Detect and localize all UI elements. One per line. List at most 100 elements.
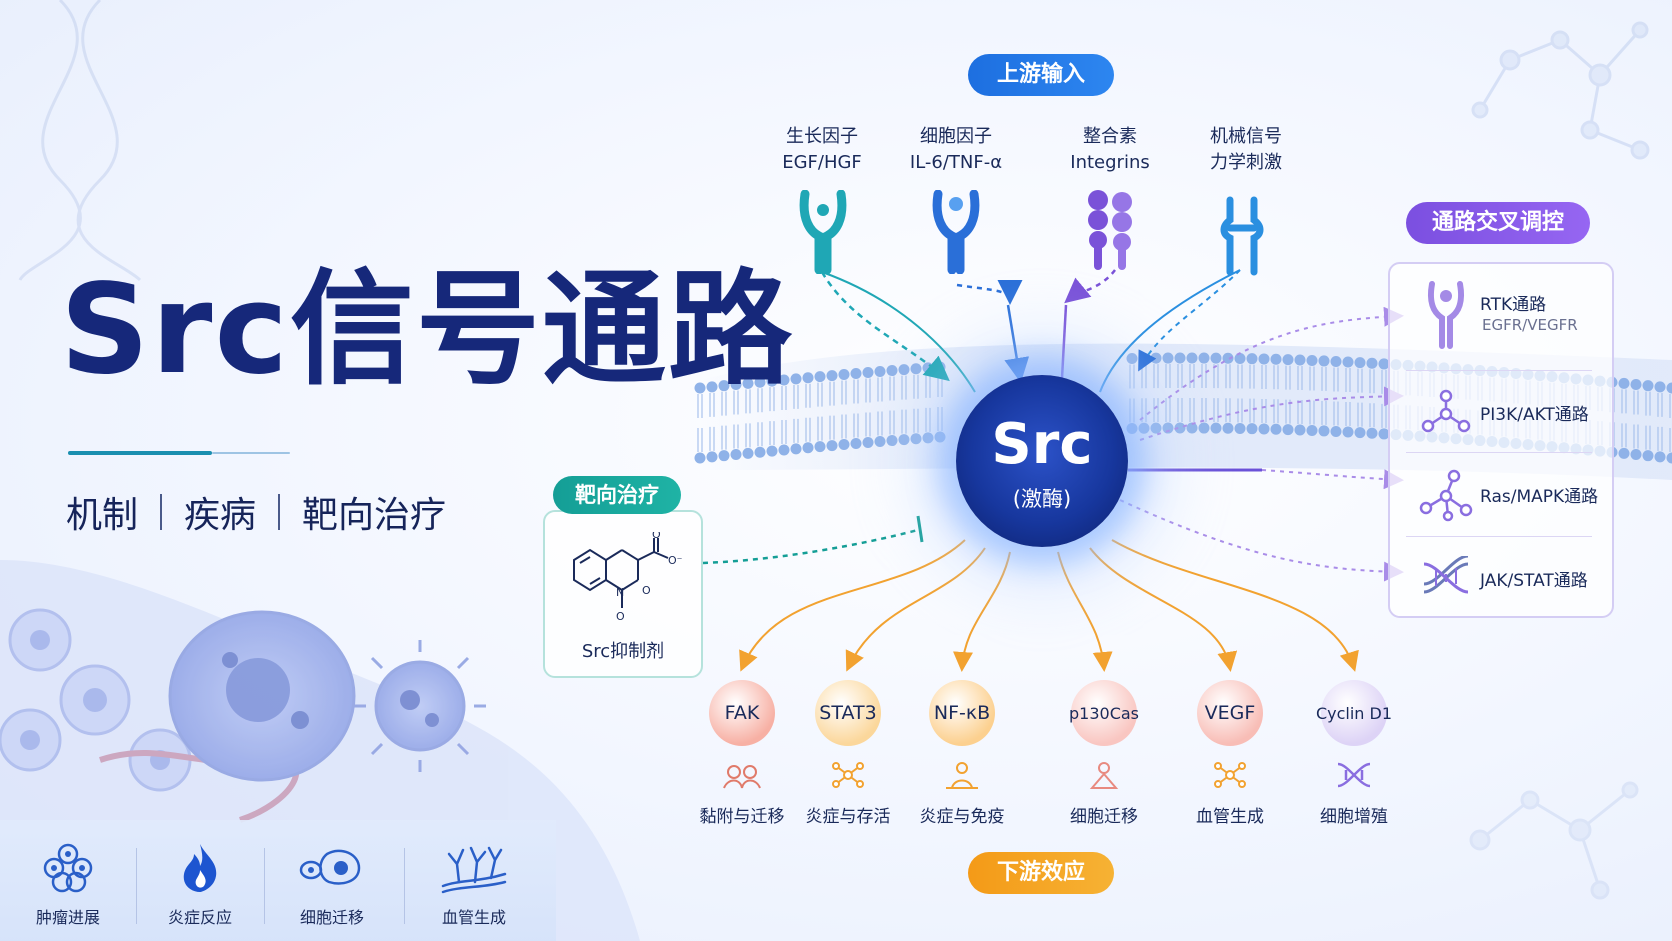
lipid-head — [1282, 354, 1294, 366]
src-name: Src — [991, 412, 1093, 477]
arrow-fak — [739, 539, 966, 672]
lipid-tail — [1357, 402, 1363, 427]
lipid-head — [1222, 422, 1234, 434]
lipid-tail — [793, 418, 799, 443]
lipid-tail — [1345, 368, 1351, 393]
effector-name: VEGF — [1204, 702, 1256, 724]
effector-cyclin-d1: Cyclin D1 — [1316, 680, 1392, 746]
title-underline-accent — [68, 451, 212, 455]
lipid-head — [1654, 381, 1666, 393]
lipid-tail — [913, 408, 919, 433]
lipid-head — [1378, 428, 1390, 440]
arrow-jak — [1119, 499, 1404, 582]
lipid-tail — [841, 414, 847, 439]
svg-text:O: O — [642, 584, 651, 597]
lipid-head — [1342, 426, 1354, 438]
crosstalk-rtk: RTK通路 EGFR/VEGFR — [1388, 272, 1610, 354]
arrow-cyclin — [1111, 539, 1359, 672]
lipid-tail — [1345, 402, 1351, 427]
lipid-head — [1294, 424, 1306, 436]
integrin-icon — [1088, 190, 1132, 270]
lipid-head — [1294, 354, 1306, 366]
input-growth-factor: 生长因子 EGF/HGF — [752, 124, 892, 176]
receptor-icon — [1428, 281, 1464, 349]
lipid-head — [814, 371, 826, 383]
line-cytokine — [1004, 304, 1030, 383]
lipid-tail — [1237, 398, 1243, 423]
line-integrin — [1060, 304, 1068, 379]
lipid-head — [802, 372, 814, 384]
feature-label: 细胞迁移 — [299, 908, 364, 927]
lipid-head — [1162, 422, 1174, 434]
cell-migration-icon — [299, 849, 361, 885]
lipid-head — [826, 440, 838, 452]
lipid-tail — [877, 411, 883, 436]
lipid-tail — [733, 424, 739, 449]
lipid-tail — [1645, 391, 1651, 416]
lipid-tail — [1261, 398, 1267, 423]
lipid-tail — [1177, 398, 1183, 423]
lipid-tail — [889, 376, 895, 401]
receptor-icon — [799, 190, 847, 274]
lipid-tail — [1237, 364, 1243, 389]
subtitle-therapy: 靶向治疗 — [302, 495, 447, 536]
lipid-tail — [1285, 365, 1291, 390]
lipid-tail — [1657, 426, 1663, 451]
lipid-head — [802, 442, 814, 454]
lipid-tail — [901, 409, 907, 434]
lipid-tail — [1333, 367, 1339, 392]
lipid-tail — [1657, 392, 1663, 417]
lipid-tail — [1129, 364, 1135, 389]
lipid-head — [1270, 353, 1282, 365]
lipid-head — [1234, 352, 1246, 364]
lipid-tail — [697, 394, 703, 418]
lipid-head — [934, 431, 946, 443]
effector-effect: 细胞迁移 — [1070, 807, 1138, 827]
lipid-head — [1258, 423, 1270, 435]
lipid-tail — [1201, 398, 1207, 423]
lipid-tail — [925, 407, 931, 432]
svg-text:O: O — [616, 610, 625, 623]
lipid-head — [874, 436, 886, 448]
lipid-tail — [1273, 399, 1279, 424]
lipid-head — [910, 433, 922, 445]
crosstalk-ras: Ras/MAPK通路 — [1388, 454, 1610, 536]
lipid-head — [718, 450, 730, 462]
lipid-head — [1642, 450, 1654, 462]
lipid-head — [862, 366, 874, 378]
network-icon — [826, 760, 870, 794]
subtitle-disease: 疾病 — [184, 495, 257, 536]
lipid-head — [1618, 447, 1630, 459]
lipid-head — [898, 364, 910, 376]
lipid-head — [1330, 425, 1342, 437]
arrow-integrin — [1064, 269, 1116, 304]
lipid-head — [718, 380, 730, 392]
lipid-head — [1366, 427, 1378, 439]
effector-vegf: VEGF — [1197, 680, 1263, 746]
lipid-head — [1234, 422, 1246, 434]
arrow-p130cas — [1057, 551, 1113, 672]
migration-icon — [1082, 760, 1126, 794]
lipid-head — [1186, 352, 1198, 364]
cells-icon — [720, 760, 764, 794]
lipid-tail — [937, 406, 943, 431]
lipid-tail — [1273, 365, 1279, 390]
network-icon — [1208, 760, 1252, 794]
lipid-head — [754, 446, 766, 458]
crosstalk-jak: JAK/STAT通路 — [1388, 538, 1610, 620]
downstream-pill: 下游效应 — [968, 852, 1114, 894]
lipid-head — [910, 363, 922, 375]
arrow-pi3k — [1139, 386, 1404, 441]
lipid-tail — [853, 413, 859, 438]
svg-text:N: N — [616, 586, 624, 599]
lipid-tail — [865, 378, 871, 403]
lipid-tail — [1177, 364, 1183, 389]
mechanosensor-icon — [1220, 196, 1264, 276]
lipid-tail — [1669, 394, 1671, 418]
line-mechano — [1099, 269, 1241, 393]
lipid-head — [1198, 422, 1210, 434]
lipid-head — [742, 447, 754, 459]
lipid-tail — [841, 380, 847, 405]
lipid-head — [886, 435, 898, 447]
